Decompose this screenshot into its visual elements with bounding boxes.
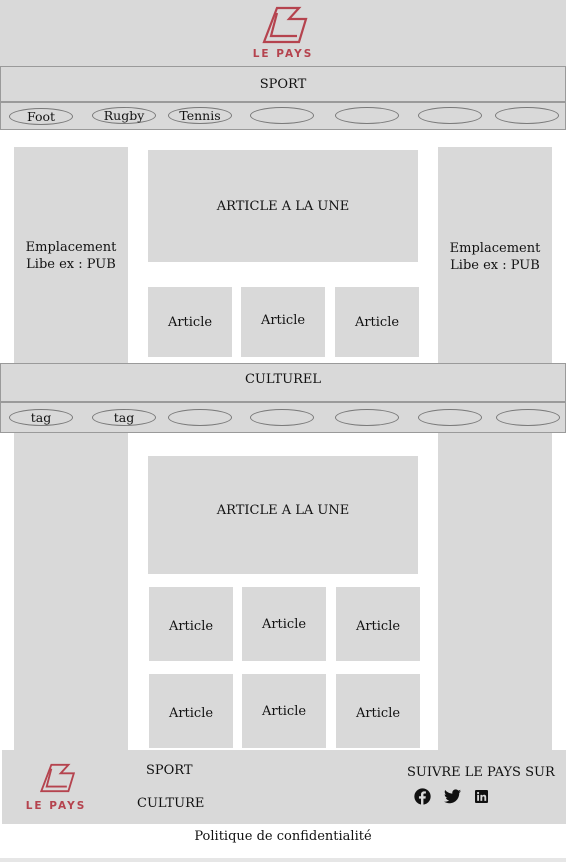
linkedin-icon[interactable] [475,790,488,803]
feature-article[interactable]: ARTICLE A LA UNE [148,150,418,262]
tag-pill[interactable]: tag [9,409,73,426]
tag-pill[interactable] [418,107,482,124]
article-card[interactable]: Article [335,287,419,357]
facebook-icon[interactable] [414,788,431,805]
bottom-bar [0,824,566,862]
article-card[interactable]: Article [242,587,326,661]
brand-name: LE PAYS [252,48,314,60]
section-bar-sport[interactable]: SPORT [0,66,566,102]
article-card[interactable]: Article [148,287,232,357]
section-bar-culture[interactable]: CULTUREL [0,363,566,402]
ad-label-line: Libe ex : PUB [450,258,540,273]
tag-pill[interactable] [250,409,314,426]
article-title: Article [260,313,306,328]
footer-link-culture[interactable]: CULTURE [137,796,205,811]
footer-link-sport[interactable]: SPORT [146,763,193,778]
tag-pill[interactable] [335,107,399,124]
brand-logo[interactable]: LE PAYS [243,5,323,63]
article-card[interactable]: Article [149,587,233,661]
header [0,0,566,66]
feature-article-title: ARTICLE A LA UNE [216,502,350,518]
article-card[interactable]: Article [241,287,325,357]
feature-article-title: ARTICLE A LA UNE [216,198,350,214]
article-title: Article [261,703,307,719]
section-title-culture: CULTUREL [244,372,321,387]
tag-pill[interactable] [496,409,560,426]
tag-pill[interactable] [250,107,314,124]
article-title: Article [168,705,214,721]
article-title: Article [354,314,400,330]
tag-pill[interactable] [418,409,482,426]
twitter-icon[interactable] [444,789,461,804]
brand-name: LE PAYS [25,800,87,812]
left-ad-column[interactable] [14,147,128,750]
tag-pill[interactable]: tag [92,409,156,426]
article-card[interactable]: Article [336,587,420,661]
tag-pill[interactable] [168,409,232,426]
left-ad-label: Emplacement Libe ex : PUB [14,238,128,274]
tag-pill[interactable] [335,409,399,426]
article-title: Article [355,618,401,634]
privacy-policy-link[interactable]: Politique de confidentialité [194,829,372,844]
footer-logo[interactable]: LE PAYS [25,757,87,817]
ad-label-line: Emplacement [449,241,541,256]
right-ad-label: Emplacement Libe ex : PUB [438,239,552,275]
tag-pill[interactable]: Tennis [168,107,232,124]
article-title: Article [168,618,214,634]
feature-article[interactable]: ARTICLE A LA UNE [148,456,418,574]
logo-mark-icon [262,6,308,44]
tag-pill[interactable]: Rugby [92,107,156,124]
article-title: Article [261,616,307,632]
footer [2,750,566,824]
article-title: Article [355,705,401,721]
bottom-edge [0,858,566,862]
right-ad-column[interactable] [438,147,552,750]
tag-pill[interactable] [495,107,559,124]
tag-pill[interactable]: Foot [9,108,73,125]
article-title: Article [167,314,213,330]
ad-label-line: Libe ex : PUB [26,257,116,272]
ad-label-line: Emplacement [25,240,117,255]
follow-label: SUIVRE LE PAYS SUR [407,765,555,780]
section-title-sport: SPORT [259,76,307,92]
article-card[interactable]: Article [242,674,326,748]
logo-mark-icon [39,763,76,793]
article-card[interactable]: Article [336,674,420,748]
article-card[interactable]: Article [149,674,233,748]
